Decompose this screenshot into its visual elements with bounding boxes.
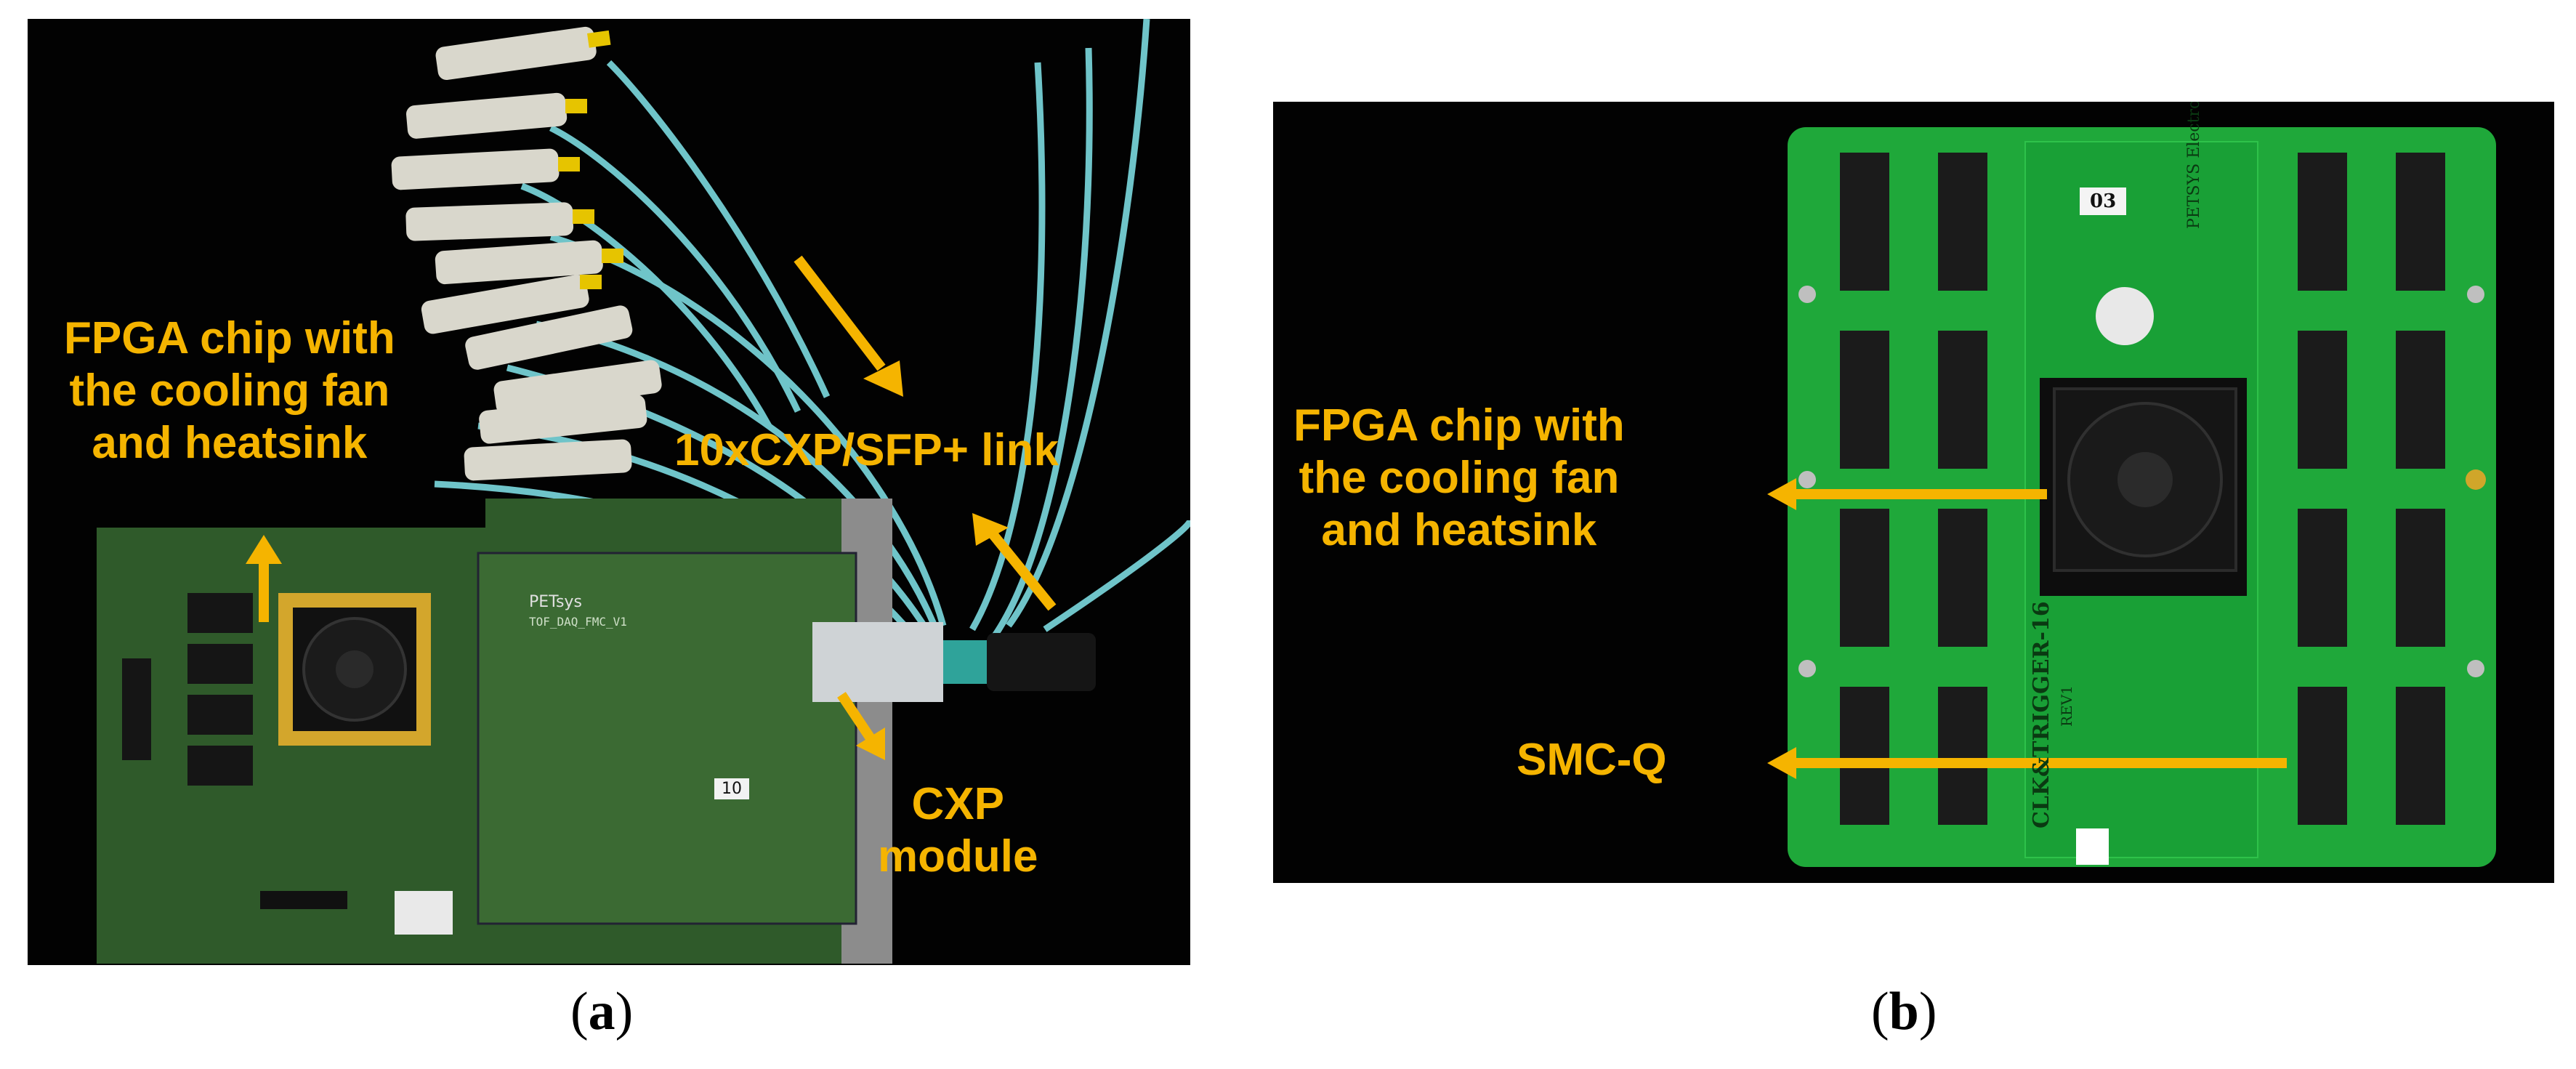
board-id-label: TOF_DAQ_FMC_V1 — [529, 615, 627, 629]
board-maker-label: PETSYS Electronics — [2185, 102, 2203, 229]
arrow-link-up — [986, 528, 1057, 611]
board-tag-label: 10 — [714, 778, 749, 799]
caption-a: (a) — [570, 982, 634, 1041]
photo-panel-b: 03 PETSYS Electronics CLK&TRIGGER-16 REV… — [1273, 102, 2554, 883]
fpga-label-a-line3: and heatsink — [92, 418, 368, 468]
fpga-label-b-line1: FPGA chip with — [1293, 400, 1625, 451]
power-connector — [395, 891, 453, 935]
smc-q-connectors — [1840, 153, 2445, 825]
fpga-board-photo — [97, 19, 1190, 964]
cxp-label-line1: CXP — [911, 779, 1004, 829]
photo-panel-a: PETsys TOF_DAQ_FMC_V1 10 FPGA chip with … — [28, 19, 1190, 965]
arrow-link-down — [794, 255, 886, 371]
smc-label: SMC-Q — [1517, 735, 1667, 785]
board-name-label: CLK&TRIGGER-16 — [2029, 601, 2054, 828]
arrows-panel-a — [246, 255, 1057, 760]
fpga-label-a: FPGA chip with the cooling fan and heats… — [64, 312, 395, 469]
caption-b-letter: b — [1889, 982, 1919, 1041]
memory-chips — [187, 593, 253, 786]
trigger-board-photo — [1767, 127, 2496, 867]
fpga-label-a-line1: FPGA chip with — [64, 313, 395, 363]
caption-b: (b) — [1871, 982, 1937, 1041]
lc-connectors — [391, 26, 662, 481]
board-logo-petsys: PETsys — [529, 593, 582, 611]
cxp-label-line2: module — [878, 831, 1038, 882]
caption-a-letter: a — [588, 982, 615, 1041]
fmc-mezzanine-card — [477, 552, 857, 925]
cxp-module-body — [812, 622, 943, 702]
fpga-label-b-line3: and heatsink — [1321, 505, 1597, 555]
arrows-panel-b — [1767, 478, 2287, 779]
arrow-cxp — [837, 692, 875, 741]
board-rev-label: REV1 — [2058, 685, 2075, 727]
fpga-label-b: FPGA chip with the cooling fan and heats… — [1293, 400, 1625, 557]
link-label: 10xCXP/SFP+ link — [674, 425, 1059, 475]
board-tag-b: 03 — [2080, 187, 2127, 215]
fpga-label-b-line2: the cooling fan — [1299, 453, 1620, 503]
cxp-label: CXP module — [878, 778, 1038, 883]
fpga-label-a-line2: the cooling fan — [69, 366, 390, 416]
